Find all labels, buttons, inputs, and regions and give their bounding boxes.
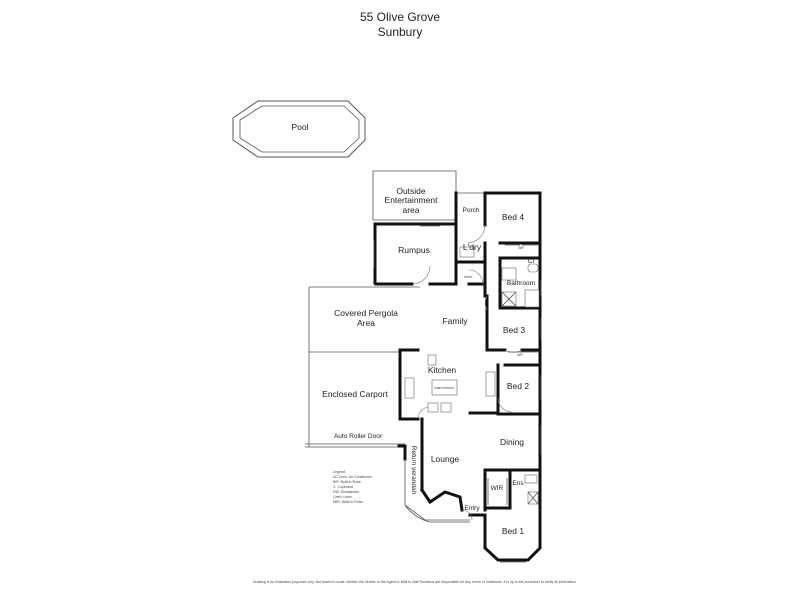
legend-title: Legend: (333, 470, 346, 474)
laundry-tub (459, 246, 475, 258)
fixtures (404, 244, 540, 505)
island-label: Island bench (434, 386, 454, 390)
legend: Legend: AC Cons. Air Conditioner BIR: Bu… (333, 470, 373, 504)
legend-item: C: Cupboard (333, 485, 353, 489)
house-walls (373, 191, 542, 562)
cooktop (427, 354, 437, 366)
room-label-family: Family (442, 316, 468, 326)
room-label-porch: Porch (463, 207, 480, 214)
wir-hanging-rails (487, 478, 508, 505)
porch: Porch (456, 192, 485, 214)
room-label-ensuite: Ens (512, 480, 524, 487)
room-label-bathroom: Bathroom (507, 280, 535, 287)
room-label-kitchen: Kitchen (428, 365, 457, 375)
room-label-outside-2: Entertainment (385, 195, 439, 205)
room-label-laundry: L'dry (463, 242, 482, 252)
room-label-rumpus: Rumpus (398, 245, 430, 255)
dishwasher (440, 402, 452, 413)
fridge (404, 377, 415, 399)
room-label-pool: Pool (291, 122, 308, 132)
pool: Pool (232, 100, 366, 158)
ensuite-vanity (524, 474, 538, 484)
room-label-outside-1: Outside (396, 186, 426, 196)
sink (427, 402, 439, 413)
room-label-pergola-1: Covered Pergola (334, 308, 398, 318)
legend-item: BIR: Built-in Robe (333, 480, 361, 484)
linen-label: Linen (464, 275, 473, 279)
plan-address: 55 Olive Grove (359, 10, 441, 24)
room-label-carport: Enclosed Carport (322, 389, 388, 399)
island-bench (431, 379, 458, 396)
legend-item: AC Cons. Air Conditioner (333, 475, 373, 479)
room-label-wir: WIR (491, 485, 504, 492)
room-label-verandah: Return verandah (410, 446, 417, 495)
windows (373, 225, 542, 563)
wr-label: WR (518, 246, 524, 250)
return-verandah: Return verandah (404, 446, 470, 523)
covered-pergola-area: Covered Pergola Area (308, 286, 420, 353)
room-label-bed4: Bed 4 (502, 212, 524, 222)
room-label-outside-3: area (402, 205, 419, 215)
wr-label-2: WR (517, 353, 523, 357)
disclaimer: Drawing is for illustration purposes onl… (253, 580, 577, 584)
room-label-bed3: Bed 3 (503, 325, 525, 335)
legend-item: WIR: Walk-in Robe (333, 500, 363, 504)
pantry (485, 371, 496, 397)
enclosed-carport: Enclosed Carport Auto Roller Door (305, 352, 405, 448)
plan-suburb: Sunbury (377, 25, 423, 39)
cl-label: Cl (528, 258, 535, 265)
room-label-pergola-2: Area (357, 318, 375, 328)
door-swings (411, 224, 523, 521)
room-label-dining: Dining (500, 437, 524, 447)
room-label-entry: Entry (464, 505, 480, 512)
roller-door-label: Auto Roller Door (334, 433, 383, 440)
room-label-bed2: Bed 2 (507, 381, 529, 391)
bath (524, 289, 540, 308)
vanity (501, 267, 517, 281)
legend-item: Linen: Linen (333, 495, 352, 499)
outside-entertainment-area: Outside Entertainment area (372, 170, 457, 221)
room-label-lounge: Lounge (431, 454, 460, 464)
toilet (527, 263, 539, 273)
room-label-bed1: Bed 1 (502, 526, 524, 536)
legend-item: DW: Dishwasher (333, 490, 360, 494)
